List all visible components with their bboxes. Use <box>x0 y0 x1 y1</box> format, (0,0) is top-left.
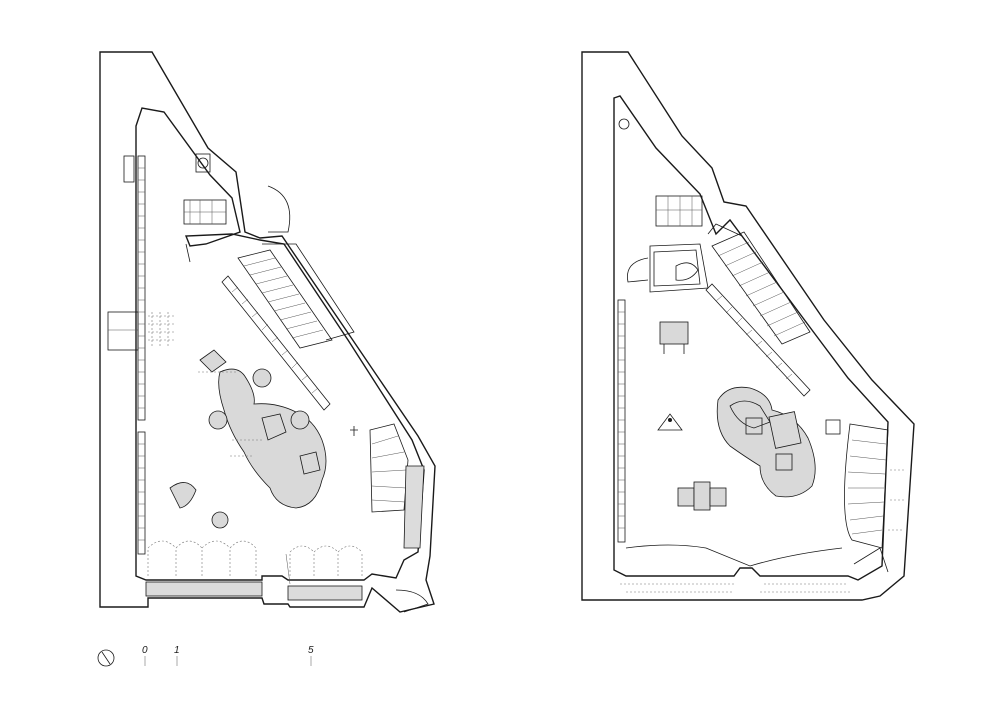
upper-table-small <box>659 321 689 345</box>
central-staircase <box>237 243 355 349</box>
stool-2 <box>208 410 228 430</box>
upper-desk <box>768 411 802 449</box>
stool-3 <box>290 410 310 430</box>
corner-door-swing <box>395 589 429 613</box>
upper-diagonal-shelving <box>705 283 811 397</box>
upper-table-cluster <box>677 481 727 511</box>
upper-counter <box>655 195 703 227</box>
upper-staircase <box>707 223 811 345</box>
upper-seat-2 <box>775 453 793 471</box>
north-arrow-icon <box>97 649 115 667</box>
island-table <box>218 368 327 509</box>
wc-fixture <box>195 153 211 173</box>
door-swing-top <box>267 185 291 233</box>
upper-curved-stair <box>844 423 889 549</box>
tripod-stool <box>657 413 683 431</box>
scale-label-5: 5 <box>308 645 314 656</box>
right-glazing <box>403 465 425 549</box>
stool-4 <box>211 511 229 529</box>
upper-seat-3 <box>825 419 841 435</box>
chair-2 <box>169 482 197 509</box>
central-table-area <box>169 349 358 529</box>
scale-label-1: 1 <box>174 645 180 656</box>
inner-wall-upper <box>613 95 889 581</box>
outer-wall <box>99 51 436 613</box>
left-window <box>107 311 139 351</box>
outer-wall-upper <box>581 51 915 601</box>
diagonal-shelving <box>221 275 331 411</box>
ground-floor-plan <box>99 51 436 613</box>
front-entrance-doors <box>145 540 429 613</box>
floor-grid <box>148 312 174 346</box>
upper-seat-1 <box>745 417 763 435</box>
seat-1 <box>261 413 287 441</box>
scale-label-0: 0 <box>142 645 148 656</box>
upper-island <box>716 386 816 498</box>
upper-door-swing <box>627 257 649 283</box>
side-staircase <box>369 423 409 513</box>
inner-wall <box>135 107 425 581</box>
left-shelving-lower <box>137 431 146 555</box>
scale-bar: 0 1 5 <box>142 645 314 666</box>
stool-1 <box>252 368 272 388</box>
upper-facade-line <box>625 544 843 567</box>
upper-left-shelving <box>617 299 626 543</box>
chair-1 <box>199 349 227 373</box>
seat-2 <box>299 451 321 475</box>
upper-floor-plan <box>581 51 915 601</box>
